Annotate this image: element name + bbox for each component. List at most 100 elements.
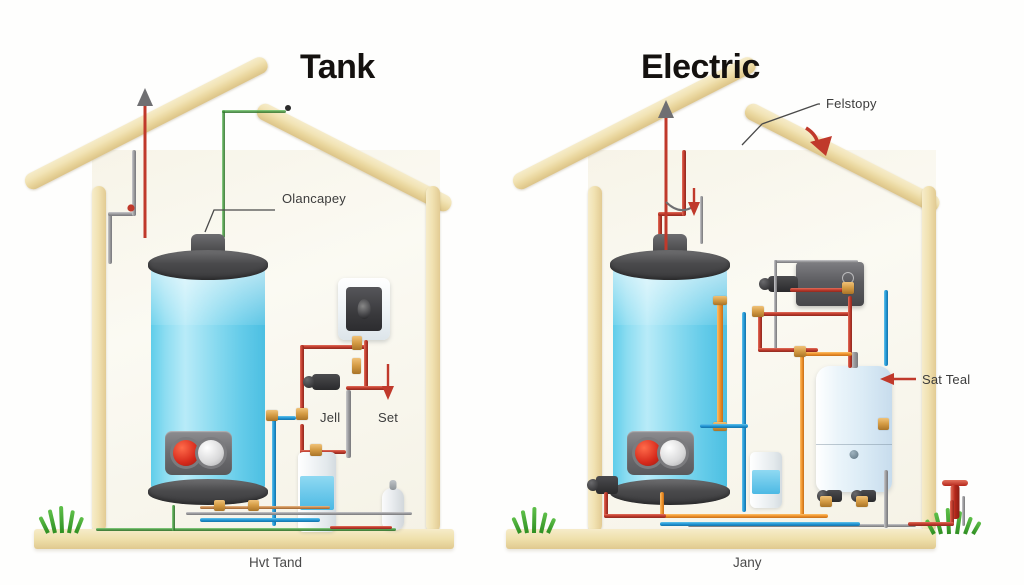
anode-cap-right [713,296,727,305]
electrical-box-right[interactable] [596,476,618,494]
anode-rod-right [717,302,723,426]
vent-pipe-left-horizontal [108,212,136,216]
relief-pipe-left [346,390,351,458]
gas-pipe-right-b [800,352,852,356]
hydrant-pipe-right [950,500,954,526]
callout-label-felstopy: Felstopy [826,96,877,111]
hydrant-cap-right [942,480,968,486]
pipe-fitting-right-c [794,346,806,357]
tank-cap-top-left [148,250,268,280]
filter-fill-left [300,476,334,510]
cold-pipe-left-b [272,416,296,420]
panel-title-tank: Tank [300,48,375,86]
secondary-tank-port-right [849,450,859,459]
hot-pipe-right-floor [604,514,666,518]
hot-pipe-left-a [300,345,368,349]
cold-pipe-right-c [884,290,888,366]
tank-control-panel-left[interactable] [164,431,232,475]
hot-line-left-floor [330,526,392,529]
hydrant-rod-right [962,496,965,526]
tank-knob-white-left[interactable] [197,440,224,466]
filter-fill-right [752,470,780,494]
tank-cap-top-right [610,250,730,280]
expansion-tank-left[interactable] [382,488,404,530]
gas-pipe-right-riser [660,492,664,518]
panel-title-electric: Electric [641,48,760,86]
grass-tuft-right-west [511,505,562,534]
wall-post-left-west [92,186,106,532]
tank-nipple-left [191,234,225,254]
filter-cylinder-right[interactable] [750,452,782,508]
hot-pipe-right-a [758,312,850,316]
pipe-fitting-right-f [856,496,868,507]
cold-line-right-floor [660,522,860,526]
label-set: Set [378,410,399,425]
wall-controller-left[interactable] [338,278,390,340]
ground-line-left-riser [172,505,175,531]
vent-line-right-riser [884,470,888,528]
arrow-up-left-head [137,88,153,106]
label-sat-teal: Sat Teal [922,372,971,387]
tank-cap-bottom-right [610,479,730,505]
cold-pipe-left-a [272,416,276,526]
hot-pipe-left-e [300,424,304,454]
vent-line-left-floor [186,512,412,515]
floor-slab-right [506,529,936,549]
tank-knob-red-left[interactable] [172,440,199,466]
copper-line-left-floor [200,506,330,509]
hot-pipe-left-b [300,345,304,411]
water-heater-tank-right[interactable] [610,234,730,505]
label-jell: Jell [320,410,341,425]
pipe-fitting-right-d [878,418,889,430]
gas-pipe-right-floor [660,514,828,518]
hot-pipe-right-e [790,288,852,292]
floor-slab-left [34,529,454,549]
cold-pipe-left-c [200,518,320,522]
hot-pipe-left-c [364,340,368,390]
hot-pipe-right-b [758,312,762,352]
hot-pipe-right-return [604,492,608,518]
wall-post-right-east [922,186,936,532]
hot-pipe-right-d [848,296,852,368]
filter-cap-left [310,444,322,456]
tank-knob-white-right[interactable] [659,440,686,466]
pipe-fitting-left-c [352,358,361,374]
grass-tuft-left [38,505,90,534]
tank-knob-red-right[interactable] [634,440,661,466]
gas-pipe-right-a [800,352,804,516]
callout-label-olancapey: Olancapey [282,191,346,206]
conduit-right-down [774,260,777,352]
floor-fitting-left-a [214,500,225,511]
wall-post-right-west [588,186,602,532]
pipe-fitting-left-b [296,408,308,420]
ground-line-left [96,528,396,531]
flue-pipe-right-riser [682,150,686,216]
pipe-fitting-right-e [820,496,832,507]
hot-pipe-right-c [758,348,818,352]
pressure-device-left [312,374,340,390]
vent-pipe-left-riser [132,150,136,216]
hot-pipe-left-d [346,386,386,390]
pipe-fitting-left-a [352,336,362,350]
wall-post-left-east [426,186,440,532]
cold-valve-left[interactable] [266,410,278,421]
outdoor-hydrant-right[interactable] [940,480,970,522]
caption-left: Hvt Tand [249,555,303,570]
tank-nipple-right [653,234,687,254]
sensor-wire-right [700,196,703,244]
cold-pipe-right-a [742,312,746,512]
cold-pipe-right-b [700,424,748,428]
water-heater-tank-left[interactable] [148,234,268,505]
tank-control-panel-right[interactable] [626,431,694,475]
secondary-tank-seam-right [816,444,892,445]
hydrant-stem-right [950,485,960,519]
caption-right: Jany [733,555,762,570]
hydrant-feed-right [908,522,954,526]
flue-pipe-right-horizontal [658,212,686,216]
secondary-tank-stack-right [851,352,858,368]
ground-wire-left-horizontal [222,110,286,113]
vent-pipe-left-upper [108,212,112,264]
conduit-right-top [774,260,858,263]
ground-wire-left-vertical [222,110,225,238]
